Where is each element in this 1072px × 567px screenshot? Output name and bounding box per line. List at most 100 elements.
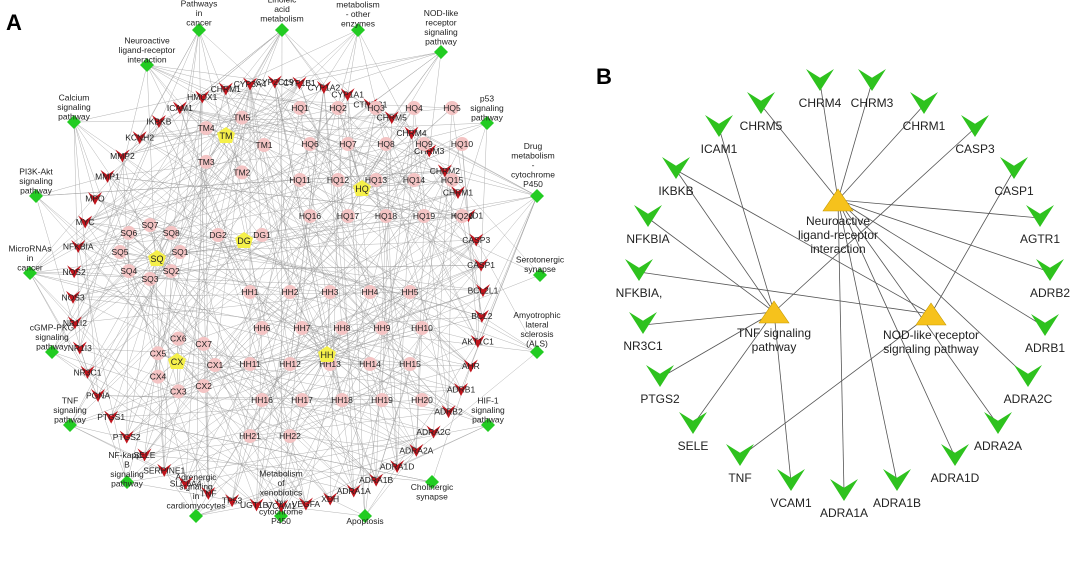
pathway-label-line: pathway bbox=[425, 36, 457, 46]
target-node-vcam1 bbox=[274, 499, 289, 513]
edge-target-pathway bbox=[73, 121, 434, 433]
pathway-label-line: signaling bbox=[470, 103, 504, 113]
pathway-label-line: xenobiotics bbox=[260, 487, 303, 497]
edge-compound-target bbox=[249, 411, 449, 437]
pathway-label-line: pathway bbox=[36, 342, 68, 352]
gene-label: CHRM4 bbox=[799, 96, 842, 110]
pathway-label-line: synapse bbox=[524, 264, 556, 274]
gene-node-adrb2 bbox=[1036, 259, 1064, 281]
edge-compound-target bbox=[381, 150, 430, 329]
edge-compound-target bbox=[341, 133, 412, 401]
compound-node-hh16 bbox=[255, 393, 269, 407]
pathway-label-line: in bbox=[193, 491, 200, 501]
gene-label: NFKBIA, bbox=[616, 286, 663, 300]
edge-compound-target bbox=[289, 215, 469, 293]
edge-target-pathway bbox=[35, 195, 88, 373]
edge-compound-target bbox=[111, 399, 423, 418]
edge-compound-target bbox=[375, 179, 417, 451]
edge-compound-target bbox=[85, 221, 411, 293]
edge-hub-gene bbox=[773, 127, 976, 313]
gene-node-casp1 bbox=[1000, 157, 1028, 179]
pathway-node-nf-kappa-b-signaling-pathway bbox=[120, 475, 134, 489]
compound-node-hq17 bbox=[341, 209, 355, 223]
compound-node-cx6 bbox=[171, 331, 186, 346]
target-label: CHRM3 bbox=[414, 146, 444, 156]
target-node-cyp1a1 bbox=[340, 88, 355, 102]
gene-node-chrm5 bbox=[747, 92, 775, 114]
target-label: PGNA bbox=[86, 390, 110, 400]
pathway-label-line: cancer bbox=[186, 18, 212, 28]
pathway-node-cholinergic-synapse bbox=[425, 475, 439, 489]
target-label: MPO bbox=[85, 193, 105, 203]
pathway-label-line: P450 bbox=[523, 179, 543, 189]
hub-label-line: ligand-receptor bbox=[798, 228, 878, 242]
edge-hub-gene bbox=[739, 313, 932, 458]
compound-node-hh6 bbox=[255, 321, 269, 335]
gene-label: VCAM1 bbox=[770, 496, 812, 510]
edge-target-pathway bbox=[77, 246, 128, 483]
target-label: MMP2 bbox=[110, 151, 135, 161]
compound-node-hq13 bbox=[369, 173, 383, 187]
edge-hub-gene bbox=[642, 311, 775, 326]
edge-target-pathway bbox=[73, 121, 81, 348]
panel-a-edges bbox=[29, 29, 541, 517]
edge-compound-target bbox=[164, 327, 343, 471]
edge-herb-compound bbox=[347, 143, 363, 189]
edge-target-pathway bbox=[126, 29, 283, 438]
herb-node-hq bbox=[353, 180, 371, 196]
edge-compound-target bbox=[289, 87, 325, 365]
edge-compound-target bbox=[409, 290, 484, 365]
target-label: AKT1C1 bbox=[462, 336, 494, 346]
edge-target-pathway bbox=[73, 29, 359, 272]
edge-compound-target bbox=[78, 215, 463, 247]
compound-label: HH7 bbox=[293, 323, 310, 333]
target-node-ahr bbox=[463, 359, 478, 373]
edge-compound-target bbox=[249, 83, 263, 236]
target-label: CYP3A4 bbox=[234, 79, 267, 89]
pathway-label-line: by bbox=[277, 497, 287, 507]
gene-node-icam1 bbox=[705, 115, 733, 137]
target-node-adrb1 bbox=[454, 383, 469, 397]
target-node-chrm5 bbox=[384, 111, 399, 125]
target-label: NOS2 bbox=[63, 267, 86, 277]
edge-compound-target bbox=[178, 338, 331, 500]
edge-target-pathway bbox=[79, 64, 148, 349]
edge-target-pathway bbox=[126, 481, 233, 501]
edge-compound-target bbox=[144, 399, 383, 456]
gene-node-adra1d bbox=[941, 444, 969, 466]
compound-label: TM1 bbox=[256, 140, 273, 150]
edge-compound-target bbox=[249, 192, 459, 437]
edge-hub-gene bbox=[837, 199, 1029, 379]
target-node-tnf bbox=[201, 486, 216, 500]
target-node-cyp2c19 bbox=[267, 75, 282, 89]
compound-node-hh21 bbox=[243, 429, 257, 443]
compound-node-tm5 bbox=[234, 110, 249, 125]
compound-label: HQ13 bbox=[365, 175, 387, 185]
compound-label: HQ2 bbox=[329, 103, 347, 113]
edge-compound-target bbox=[158, 121, 251, 437]
edge-target-pathway bbox=[29, 272, 233, 501]
edge-compound-target bbox=[85, 144, 265, 223]
pathway-label-line: Apoptosis bbox=[346, 516, 383, 526]
target-label: PTGS2 bbox=[113, 432, 141, 442]
target-node-adra1d bbox=[390, 460, 405, 474]
target-node-nr1i3 bbox=[72, 341, 87, 355]
edge-hub-gene bbox=[837, 199, 1051, 273]
compound-label: HQ8 bbox=[377, 139, 395, 149]
gene-node-casp3 bbox=[961, 115, 989, 137]
edge-compound-target bbox=[94, 198, 172, 234]
edge-compound-target bbox=[413, 107, 449, 412]
gene-label: CHRM5 bbox=[740, 119, 783, 133]
compound-node-hh22 bbox=[283, 429, 297, 443]
target-node-ikbkb bbox=[151, 114, 166, 128]
target-label: ICAM1 bbox=[167, 103, 193, 113]
compound-node-cx7 bbox=[196, 336, 211, 351]
herb-label: HQ bbox=[355, 184, 369, 194]
gene-node-nr3c1 bbox=[629, 312, 657, 334]
edge-target-pathway bbox=[164, 470, 197, 517]
target-label: NFKBIA bbox=[63, 242, 94, 252]
pathway-label-line: enzymes bbox=[341, 18, 375, 28]
